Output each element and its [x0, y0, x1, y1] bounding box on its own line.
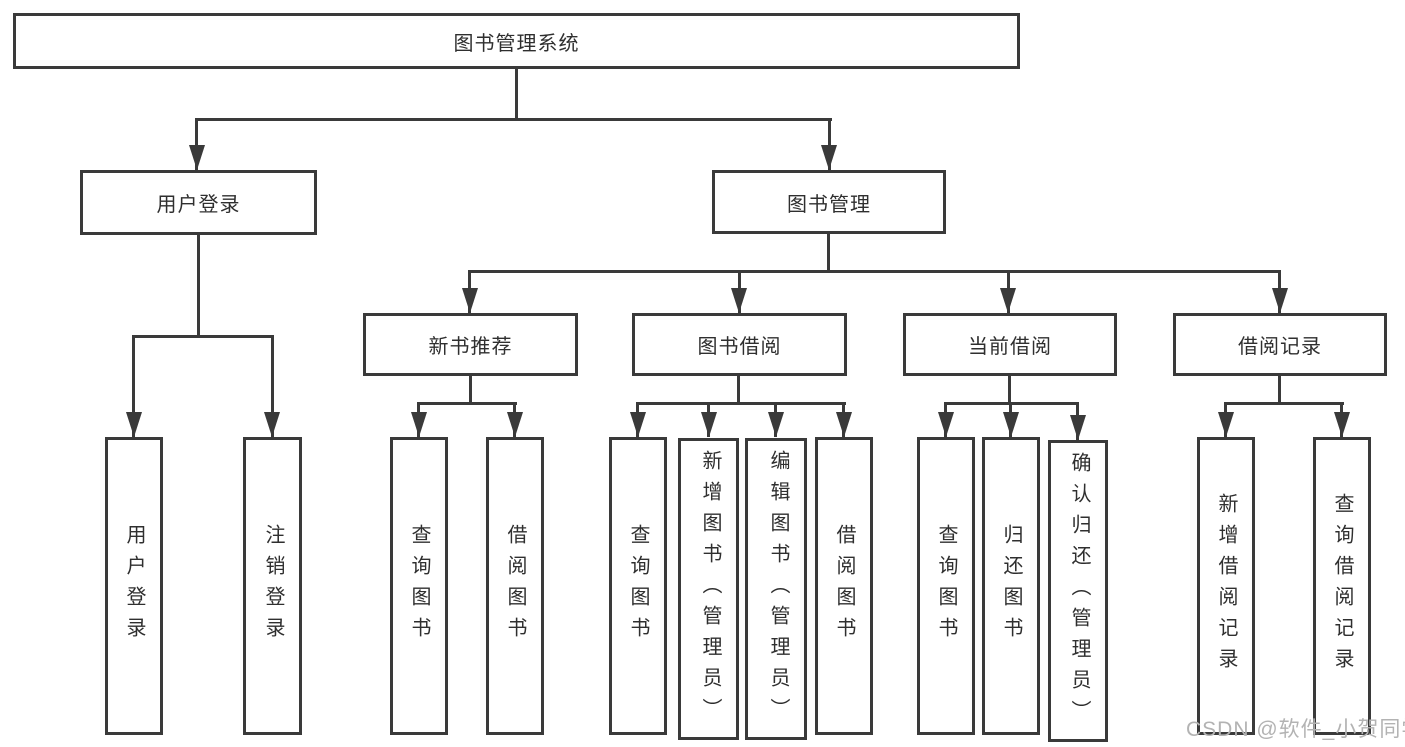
- leaf-current-confirm: 确认归还（管理员）: [1048, 440, 1108, 742]
- connector-rail: [468, 270, 1281, 273]
- arrowhead-icon: [126, 412, 142, 437]
- connector-stem: [197, 235, 200, 337]
- connector-rail: [1224, 402, 1344, 405]
- leaf-borrowing-query: 查询图书: [609, 437, 667, 735]
- connector-rail: [417, 402, 517, 405]
- connector-rail: [132, 335, 274, 338]
- arrowhead-icon: [836, 412, 852, 437]
- node-borrow-records: 借阅记录: [1173, 313, 1387, 376]
- leaf-logout: 注销登录: [243, 437, 302, 735]
- arrowhead-icon: [1003, 412, 1019, 437]
- watermark-text: CSDN @软件_小贺同学: [1186, 718, 1405, 741]
- arrowhead-icon: [731, 288, 747, 313]
- node-user-login: 用户登录: [80, 170, 317, 235]
- connector-stem: [737, 376, 740, 404]
- arrowhead-icon: [1272, 288, 1288, 313]
- leaf-borrowing-add: 新增图书（管理员）: [678, 438, 739, 740]
- connector-rail: [636, 402, 846, 405]
- arrowhead-icon: [1218, 412, 1234, 437]
- node-root: 图书管理系统: [13, 13, 1020, 69]
- connector-stem: [469, 376, 472, 404]
- connector-stem: [1278, 376, 1281, 404]
- arrowhead-icon: [462, 288, 478, 313]
- connector-stem: [1008, 376, 1011, 404]
- arrowhead-icon: [507, 412, 523, 437]
- leaf-current-return: 归还图书: [982, 437, 1040, 735]
- connector-rail: [195, 118, 832, 121]
- connector-stem: [271, 335, 274, 437]
- arrowhead-icon: [768, 412, 784, 437]
- leaf-user-login: 用户登录: [105, 437, 163, 735]
- leaf-records-query: 查询借阅记录: [1313, 437, 1371, 735]
- connector-stem: [515, 69, 518, 120]
- leaf-borrowing-edit: 编辑图书（管理员）: [745, 438, 807, 740]
- leaf-newbook-borrow: 借阅图书: [486, 437, 544, 735]
- leaf-borrowing-borrow: 借阅图书: [815, 437, 873, 735]
- arrowhead-icon: [630, 412, 646, 437]
- node-book-borrowing: 图书借阅: [632, 313, 847, 376]
- arrowhead-icon: [821, 145, 837, 170]
- node-current-borrowing: 当前借阅: [903, 313, 1117, 376]
- arrowhead-icon: [189, 145, 205, 170]
- connector-stem: [828, 118, 831, 170]
- leaf-records-add: 新增借阅记录: [1197, 437, 1255, 735]
- arrowhead-icon: [1334, 412, 1350, 437]
- arrowhead-icon: [938, 412, 954, 437]
- leaf-newbook-query: 查询图书: [390, 437, 448, 735]
- connector-stem: [195, 118, 198, 170]
- arrowhead-icon: [1000, 288, 1016, 313]
- arrowhead-icon: [264, 412, 280, 437]
- arrowhead-icon: [1070, 415, 1086, 440]
- connector-stem: [132, 335, 135, 437]
- node-book-management: 图书管理: [712, 170, 946, 234]
- connector-stem: [827, 234, 830, 272]
- leaf-current-query: 查询图书: [917, 437, 975, 735]
- node-new-book-recommend: 新书推荐: [363, 313, 578, 376]
- arrowhead-icon: [411, 412, 427, 437]
- arrowhead-icon: [701, 412, 717, 437]
